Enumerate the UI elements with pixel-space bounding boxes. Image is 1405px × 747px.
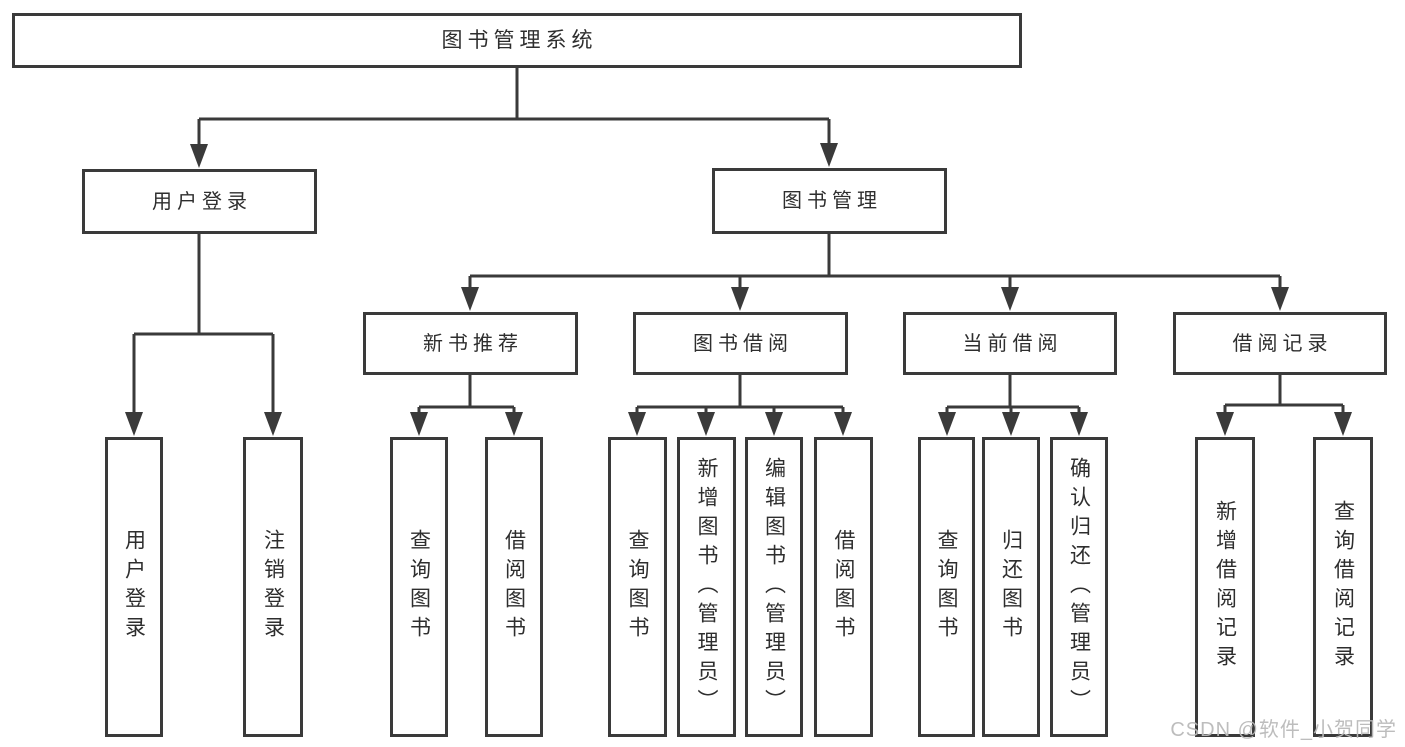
leaf-records-add-record: 新增借阅记录 <box>1195 437 1255 737</box>
leaf-records-add-record-label: 新增借阅记录 <box>1213 500 1237 674</box>
leaf-current-query-books-label: 查询图书 <box>935 529 958 645</box>
leaf-recommend-query-books: 查询图书 <box>390 437 448 737</box>
leaf-recommend-query-books-label: 查询图书 <box>407 529 431 645</box>
node-user-login-label: 用户登录 <box>152 190 252 213</box>
leaf-recommend-borrow-books-label: 借阅图书 <box>502 529 526 645</box>
node-user-login: 用户登录 <box>82 169 317 234</box>
node-borrowing-records: 借阅记录 <box>1173 312 1387 375</box>
node-current-borrowing-label: 当前借阅 <box>962 332 1063 355</box>
leaf-borrowing-borrow-books: 借阅图书 <box>814 437 873 737</box>
csdn-watermark: CSDN @软件_小贺同学 <box>1170 719 1397 741</box>
node-current-borrowing: 当前借阅 <box>903 312 1117 375</box>
leaf-borrowing-add-book-admin-label: 新增图书（管理员） <box>695 456 718 718</box>
leaf-borrowing-borrow-books-label: 借阅图书 <box>832 529 855 645</box>
leaf-current-query-books: 查询图书 <box>918 437 975 737</box>
leaf-logout-label: 注销登录 <box>261 529 285 645</box>
leaf-current-return-books: 归还图书 <box>982 437 1040 737</box>
leaf-borrowing-query-books: 查询图书 <box>608 437 667 737</box>
leaf-current-confirm-return-admin-label: 确认归还（管理员） <box>1067 456 1091 718</box>
node-root-system: 图书管理系统 <box>12 13 1022 68</box>
leaf-records-query-record-label: 查询借阅记录 <box>1331 500 1355 674</box>
node-borrowing-records-label: 借阅记录 <box>1232 332 1333 355</box>
leaf-borrowing-edit-book-admin: 编辑图书（管理员） <box>745 437 803 737</box>
leaf-current-return-books-label: 归还图书 <box>999 529 1023 645</box>
node-book-management: 图书管理 <box>712 168 947 234</box>
node-book-management-label: 图书管理 <box>782 190 882 212</box>
node-book-borrowing: 图书借阅 <box>633 312 848 375</box>
node-new-book-recommend-label: 新书推荐 <box>423 332 523 355</box>
leaf-borrowing-add-book-admin: 新增图书（管理员） <box>677 437 736 737</box>
leaf-current-confirm-return-admin: 确认归还（管理员） <box>1050 437 1108 737</box>
leaf-records-query-record: 查询借阅记录 <box>1313 437 1373 737</box>
leaf-borrowing-query-books-label: 查询图书 <box>626 529 649 645</box>
leaf-user-login: 用户登录 <box>105 437 163 737</box>
node-new-book-recommend: 新书推荐 <box>363 312 578 375</box>
node-book-borrowing-label: 图书借阅 <box>693 332 793 355</box>
leaf-logout: 注销登录 <box>243 437 303 737</box>
leaf-user-login-label: 用户登录 <box>122 529 146 645</box>
leaf-borrowing-edit-book-admin-label: 编辑图书（管理员） <box>762 456 786 718</box>
node-root-system-label: 图书管理系统 <box>441 29 598 52</box>
leaf-recommend-borrow-books: 借阅图书 <box>485 437 543 737</box>
